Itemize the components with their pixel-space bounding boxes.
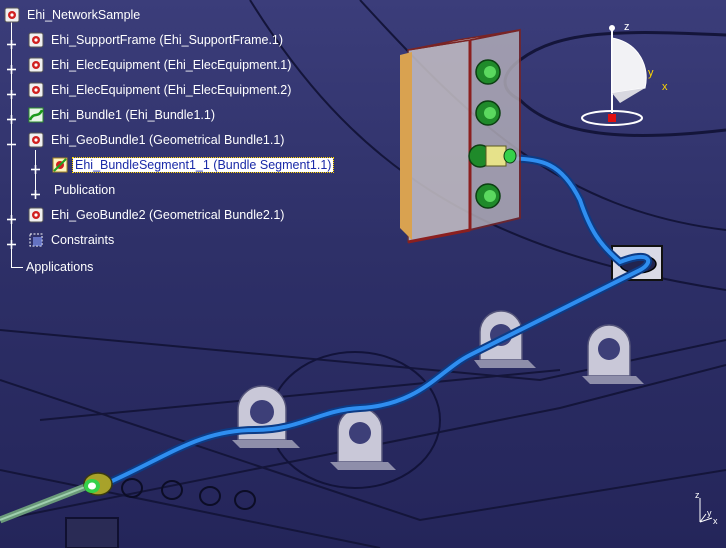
tree-root[interactable]: Ehi_NetworkSample bbox=[4, 5, 142, 25]
product-icon bbox=[28, 82, 44, 98]
equipment-pins[interactable] bbox=[468, 59, 517, 209]
cable-end-connector[interactable] bbox=[83, 472, 113, 496]
specification-tree[interactable]: Ehi_NetworkSample Ehi_SupportFrame (Ehi_… bbox=[0, 0, 360, 280]
mini-z-label: z bbox=[695, 490, 700, 500]
mini-y-label: y bbox=[707, 508, 712, 518]
tree-item[interactable]: Ehi_GeoBundle1 (Geometrical Bundle1.1) bbox=[28, 130, 286, 150]
tree-item[interactable]: Ehi_BundleSegment1_1 (Bundle Segment1.1) bbox=[52, 155, 335, 175]
tree-item-label: Ehi_ElecEquipment (Ehi_ElecEquipment.2) bbox=[51, 83, 292, 97]
product-icon bbox=[28, 132, 44, 148]
expand-icon[interactable] bbox=[7, 86, 16, 99]
tree-item-label: Ehi_BundleSegment1_1 (Bundle Segment1.1) bbox=[71, 157, 335, 173]
tree-item[interactable]: Ehi_ElecEquipment (Ehi_ElecEquipment.1) bbox=[28, 55, 293, 75]
axis-triad-icon: z y x bbox=[695, 490, 718, 526]
bundle-segment-icon bbox=[52, 157, 68, 173]
tree-item-label: Publication bbox=[54, 183, 116, 197]
tree-item-label: Constraints bbox=[51, 233, 115, 247]
expand-icon[interactable] bbox=[7, 111, 16, 124]
support-clip[interactable] bbox=[330, 407, 396, 470]
expand-icon[interactable] bbox=[7, 211, 16, 224]
tree-item-label: Ehi_Bundle1 (Ehi_Bundle1.1) bbox=[51, 108, 216, 122]
tree-item-label: Ehi_ElecEquipment (Ehi_ElecEquipment.1) bbox=[51, 58, 292, 72]
tree-connector-line bbox=[11, 267, 23, 268]
product-icon bbox=[28, 57, 44, 73]
tree-item[interactable]: Ehi_ElecEquipment (Ehi_ElecEquipment.2) bbox=[28, 80, 293, 100]
expand-icon[interactable] bbox=[31, 161, 40, 174]
product-icon bbox=[28, 207, 44, 223]
product-icon bbox=[28, 32, 44, 48]
collapse-icon[interactable] bbox=[7, 136, 16, 146]
compass-y-label: y bbox=[648, 67, 654, 79]
tree-root-label: Ehi_NetworkSample bbox=[27, 8, 141, 22]
expand-icon[interactable] bbox=[7, 236, 16, 249]
tree-item-label: Ehi_SupportFrame (Ehi_SupportFrame.1) bbox=[51, 33, 284, 47]
bundle-icon bbox=[28, 107, 44, 123]
tree-item[interactable]: Ehi_SupportFrame (Ehi_SupportFrame.1) bbox=[28, 30, 285, 50]
tree-item[interactable]: Constraints bbox=[28, 230, 116, 250]
frame-block bbox=[65, 517, 119, 548]
expand-icon[interactable] bbox=[7, 61, 16, 74]
tree-item[interactable]: Applications bbox=[24, 257, 95, 277]
tree-item-label: Ehi_GeoBundle2 (Geometrical Bundle2.1) bbox=[51, 208, 285, 222]
tree-item[interactable]: Ehi_Bundle1 (Ehi_Bundle1.1) bbox=[28, 105, 217, 125]
expand-icon[interactable] bbox=[31, 186, 40, 199]
tree-item-label: Applications bbox=[26, 260, 94, 274]
constraints-icon bbox=[28, 232, 44, 248]
compass-x-label: x bbox=[662, 81, 668, 93]
product-icon bbox=[4, 7, 20, 23]
support-clip[interactable] bbox=[582, 324, 644, 384]
compass-z-label: z bbox=[624, 21, 630, 33]
expand-icon[interactable] bbox=[7, 36, 16, 49]
tree-item[interactable]: Ehi_GeoBundle2 (Geometrical Bundle2.1) bbox=[28, 205, 286, 225]
compass-icon[interactable]: z y x bbox=[570, 18, 680, 133]
tree-item-label: Ehi_GeoBundle1 (Geometrical Bundle1.1) bbox=[51, 133, 285, 147]
tree-item[interactable]: Publication bbox=[52, 180, 117, 200]
elec-equipment[interactable] bbox=[400, 28, 521, 244]
mini-x-label: x bbox=[713, 516, 718, 526]
